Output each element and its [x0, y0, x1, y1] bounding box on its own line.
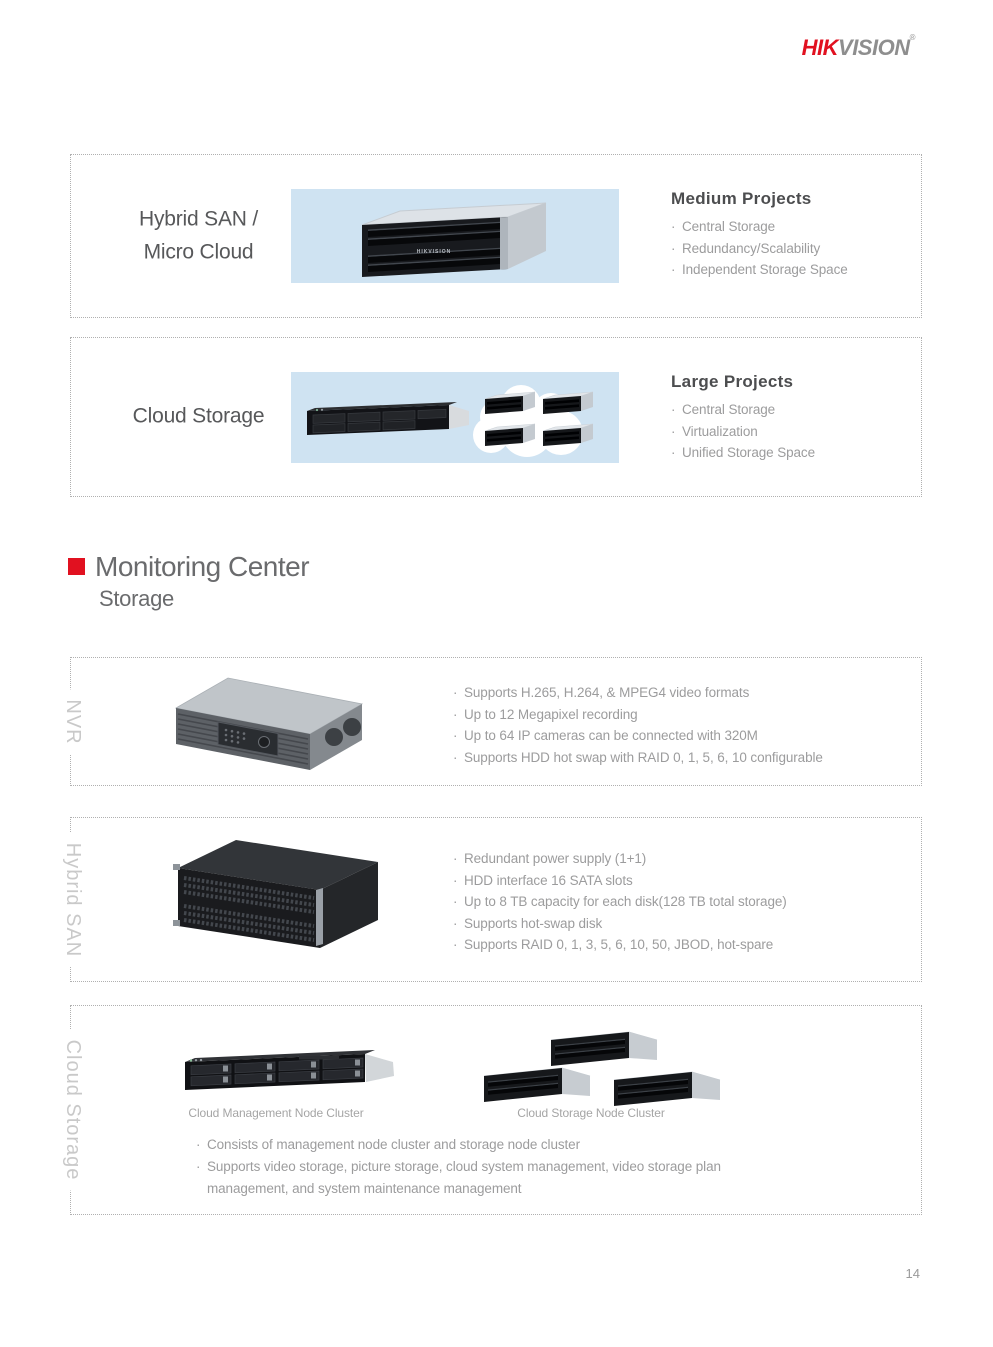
- feature-item: Central Storage: [671, 399, 815, 421]
- cloud-management-node-image: [185, 1050, 394, 1090]
- storage-box-cloud-storage: Cloud Storage Cloud Management Node Clus…: [60, 1005, 922, 1215]
- solution-label-line1: Cloud Storage: [132, 404, 265, 428]
- feature-item: Central Storage: [671, 216, 848, 238]
- large-projects-list: Central Storage Virtualization Unified S…: [671, 399, 815, 464]
- feature-item: Supports RAID 0, 1, 3, 5, 6, 10, 50, JBO…: [453, 934, 787, 956]
- storage-node-top: [550, 1031, 658, 1066]
- medium-projects-list: Central Storage Redundancy/Scalability I…: [671, 216, 848, 281]
- section-subtitle: Storage: [99, 586, 174, 611]
- cloud-storage-diagram-image: [307, 384, 594, 457]
- feature-item: Supports video storage, picture storage,…: [196, 1156, 796, 1200]
- solution-box-cloud-storage: Cloud Storage: [70, 337, 922, 497]
- hsan-side-face: [320, 862, 378, 948]
- rack-server-1u: [307, 401, 469, 435]
- cloud-management-node-caption: Cloud Management Node Cluster: [188, 1106, 364, 1120]
- nvr-jog-dial: [258, 736, 270, 748]
- feature-item: Up to 64 IP cameras can be connected wit…: [453, 725, 823, 747]
- red-square-bullet-icon: [68, 558, 85, 575]
- product-panel-cloud-storage: [291, 372, 619, 463]
- hybrid-san-feature-list: Redundant power supply (1+1) HDD interfa…: [453, 848, 787, 956]
- feature-item: Up to 12 Megapixel recording: [453, 704, 823, 726]
- feature-item: Unified Storage Space: [671, 442, 815, 464]
- storage-node-left: [483, 1067, 591, 1102]
- feature-item: Up to 8 TB capacity for each disk(128 TB…: [453, 891, 787, 913]
- cloud-storage-node-caption: Cloud Storage Node Cluster: [517, 1106, 665, 1120]
- logo-hik-text: HIK: [801, 35, 839, 60]
- nvr-device-image: [174, 677, 364, 770]
- device-latch: [500, 217, 508, 270]
- hsan-front-face: [178, 868, 320, 948]
- storage-box-hybrid-san: Hybrid SAN Redundant power supply (1+1) …: [60, 817, 922, 982]
- cmn-rail: [365, 1054, 394, 1082]
- large-projects-column: Large Projects Central Storage Virtualiz…: [671, 372, 815, 464]
- solution-label-line1: Hybrid SAN /: [139, 207, 258, 231]
- solution-box-hybrid-san: Hybrid SAN / Micro Cloud HIKVISION Mediu…: [70, 154, 922, 318]
- solution-label-line2: Micro Cloud: [143, 240, 254, 263]
- logo-vision-text: VISION: [838, 35, 910, 60]
- hsan-handle: [316, 888, 323, 946]
- side-label-hybrid-san: Hybrid SAN: [60, 832, 85, 967]
- medium-projects-column: Medium Projects Central Storage Redundan…: [671, 189, 848, 281]
- cloud-storage-nodes: [484, 391, 594, 446]
- storage-node-right: [613, 1071, 721, 1106]
- feature-item: Independent Storage Space: [671, 259, 848, 281]
- feature-item: Redundancy/Scalability: [671, 238, 848, 260]
- device-front-label: HIKVISION: [417, 249, 452, 255]
- medium-projects-heading: Medium Projects: [671, 189, 812, 208]
- solution-label-hybrid-san: Hybrid SAN / Micro Cloud: [101, 203, 296, 268]
- side-label-cloud-storage: Cloud Storage: [60, 1029, 85, 1191]
- hsan-top-face: [178, 840, 378, 890]
- feature-item: Virtualization: [671, 421, 815, 443]
- nvr-feature-list: Supports H.265, H.264, & MPEG4 video for…: [453, 682, 823, 768]
- large-projects-heading: Large Projects: [671, 372, 794, 391]
- hybrid-san-rack-image: [173, 840, 378, 948]
- logo-registered-mark: ®: [909, 33, 916, 42]
- feature-item: Redundant power supply (1+1): [453, 848, 787, 870]
- cloud-storage-feature-list: Consists of management node cluster and …: [196, 1134, 796, 1200]
- product-panel-hybrid-san: HIKVISION: [291, 189, 619, 283]
- feature-item: Consists of management node cluster and …: [196, 1134, 796, 1156]
- device-side-face: [508, 203, 546, 269]
- section-title: Monitoring Center: [95, 551, 310, 582]
- page-number: 14: [905, 1266, 920, 1281]
- hybrid-san-device-image: HIKVISION: [361, 202, 547, 277]
- side-label-nvr: NVR: [60, 688, 85, 755]
- storage-box-nvr: NVR Supports H.265, H.264, & MPEG4 video…: [60, 657, 922, 786]
- feature-item: Supports HDD hot swap with RAID 0, 1, 5,…: [453, 747, 823, 769]
- section-heading: Monitoring Center Storage: [68, 551, 310, 612]
- feature-item: Supports hot-swap disk: [453, 913, 787, 935]
- feature-item: HDD interface 16 SATA slots: [453, 870, 787, 892]
- solution-label-cloud-storage: Cloud Storage: [101, 401, 296, 434]
- hikvision-logo: HIKVISION®: [801, 33, 916, 61]
- cloud-storage-node-image: [483, 1031, 721, 1106]
- feature-item: Supports H.265, H.264, & MPEG4 video for…: [453, 682, 823, 704]
